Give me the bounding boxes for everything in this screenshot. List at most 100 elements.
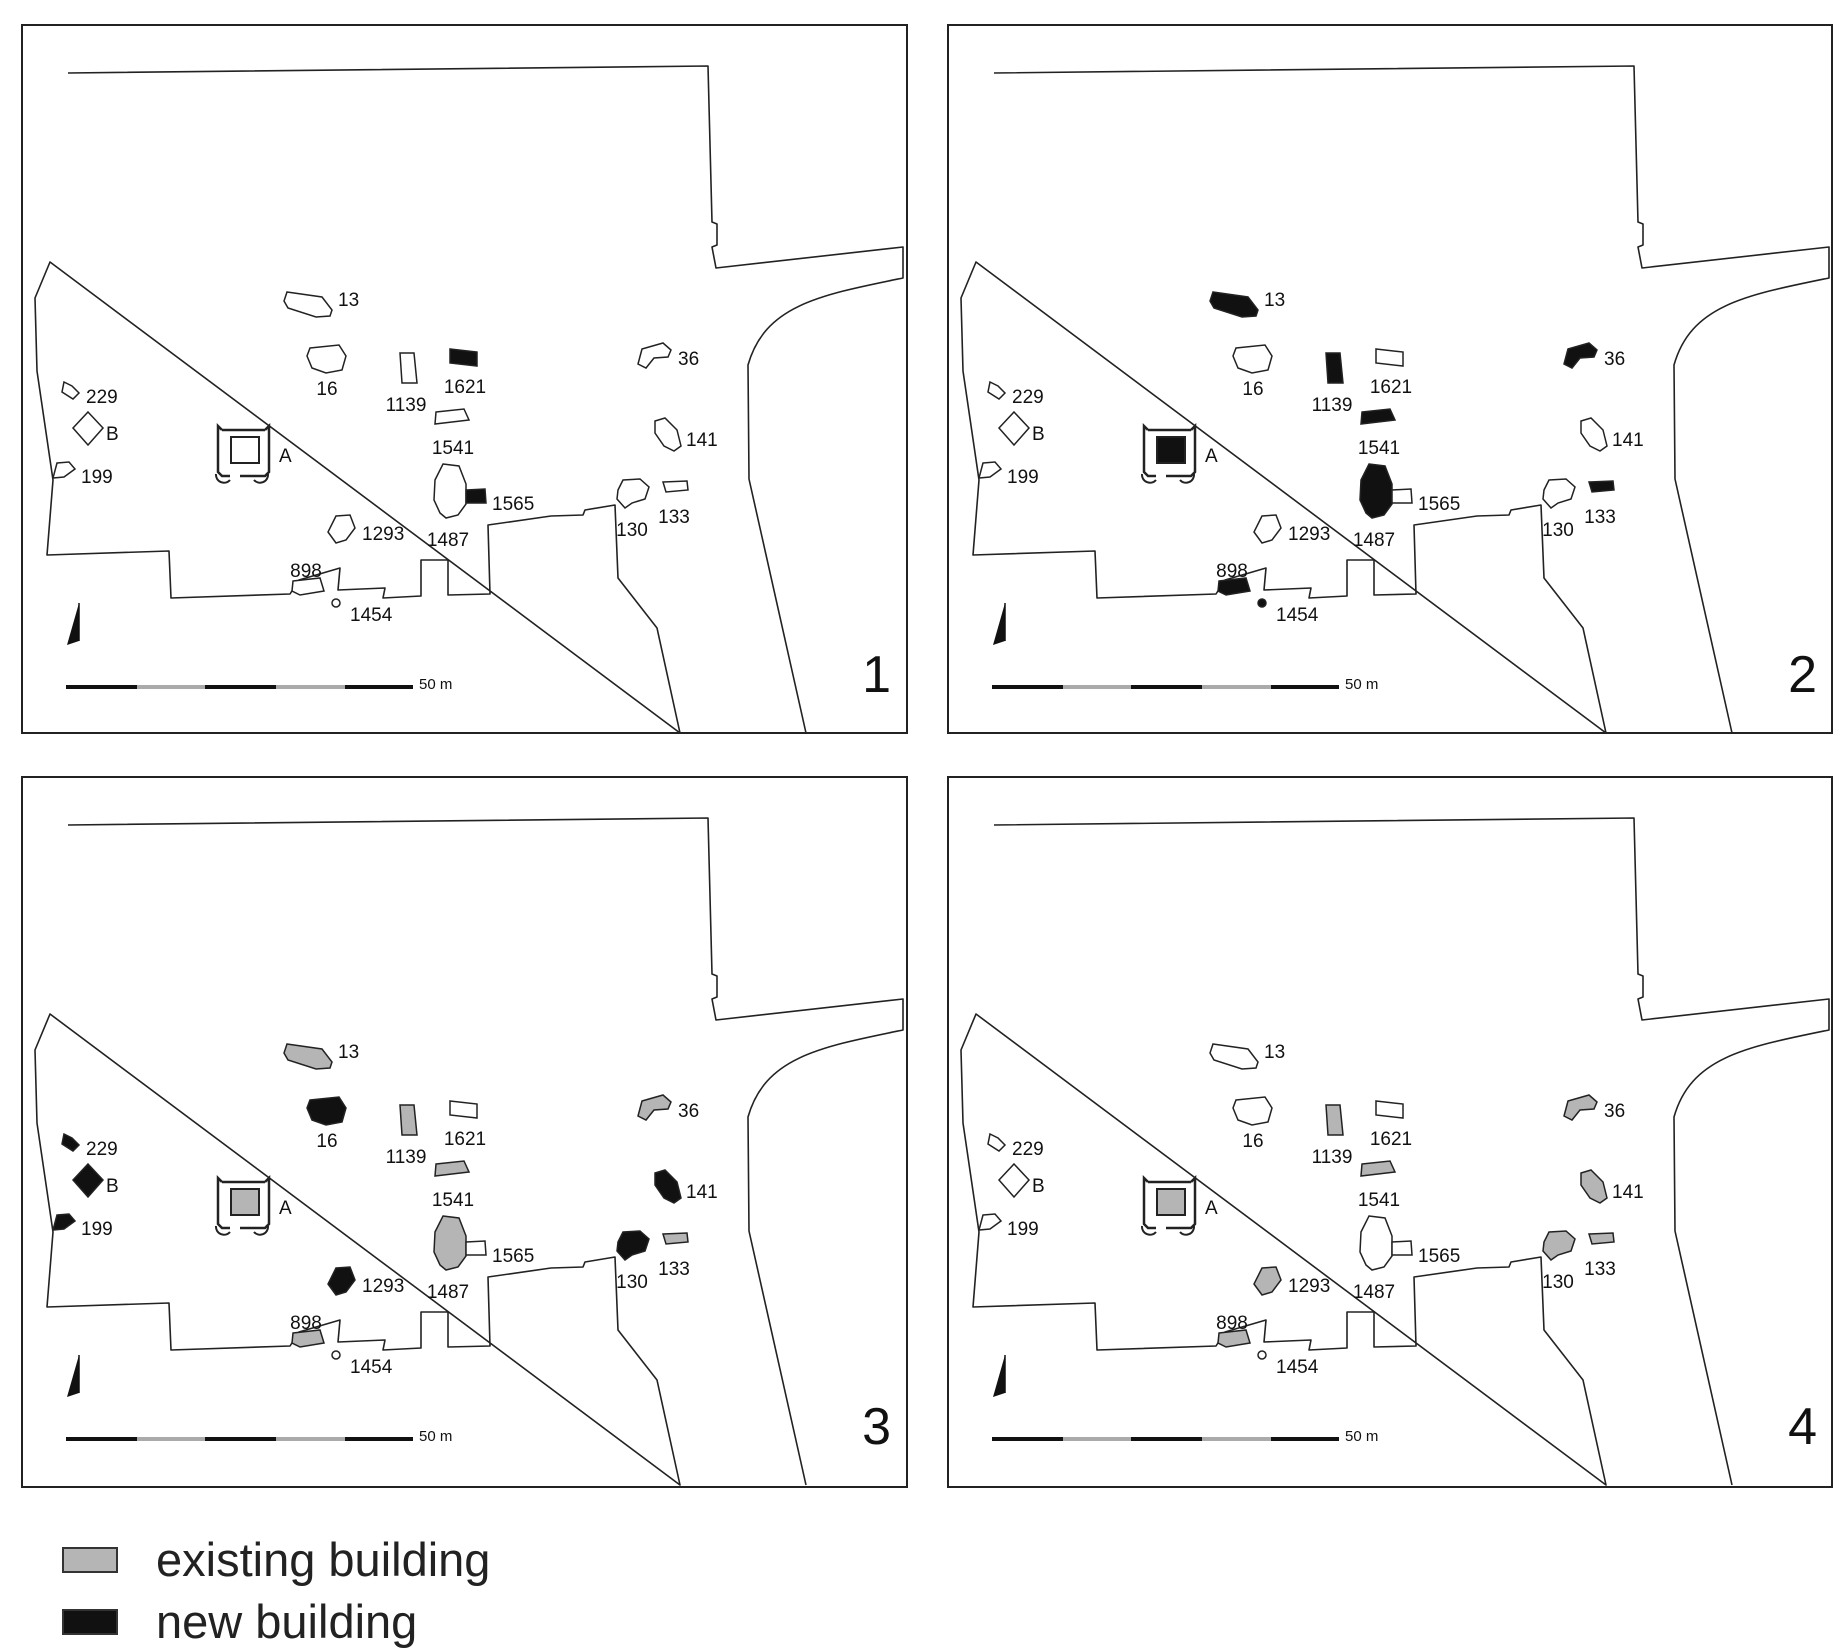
building-199 bbox=[977, 461, 1003, 479]
building-13 bbox=[1209, 1043, 1259, 1070]
panel-number: 2 bbox=[1788, 646, 1817, 704]
building-label: 1621 bbox=[1370, 1129, 1412, 1150]
building-label: 36 bbox=[678, 349, 699, 370]
building-label: 1454 bbox=[1276, 1357, 1319, 1378]
building-label: 36 bbox=[1604, 349, 1625, 370]
building-label: 1565 bbox=[492, 494, 534, 515]
building-1487 bbox=[1359, 463, 1393, 519]
building-1454 bbox=[1257, 598, 1267, 608]
building-label: 898 bbox=[1216, 561, 1248, 582]
legend-item: new building bbox=[62, 1594, 417, 1649]
building-label: A bbox=[1205, 446, 1218, 467]
building-label: 130 bbox=[1542, 1272, 1574, 1293]
map-panel-1: 13161139162115411487156536141130133229B1… bbox=[21, 24, 908, 734]
legend-swatch bbox=[62, 1608, 118, 1635]
building-1565 bbox=[1391, 1240, 1413, 1256]
building-1565 bbox=[465, 1240, 487, 1256]
building-label: 199 bbox=[1007, 467, 1039, 488]
building-label: 141 bbox=[1612, 430, 1644, 451]
building-A bbox=[214, 422, 271, 484]
site-boundary bbox=[34, 817, 904, 1486]
building-label: 141 bbox=[686, 430, 718, 451]
legend-swatch bbox=[62, 1546, 118, 1573]
building-label: 1487 bbox=[1353, 530, 1395, 551]
panel-number: 4 bbox=[1788, 1398, 1817, 1456]
building-B bbox=[71, 1162, 105, 1199]
building-229 bbox=[61, 1132, 81, 1152]
building-label: 1139 bbox=[1312, 1147, 1353, 1168]
scale-label: 50 m bbox=[419, 676, 452, 693]
building-13 bbox=[283, 291, 333, 318]
building-133 bbox=[1588, 1232, 1615, 1245]
legend-label: new building bbox=[156, 1595, 418, 1648]
building-label: 229 bbox=[1012, 387, 1044, 408]
building-label: 16 bbox=[316, 1131, 337, 1152]
building-36 bbox=[1563, 342, 1598, 369]
building-16 bbox=[306, 1096, 347, 1126]
building-label: 898 bbox=[1216, 1313, 1248, 1334]
building-141 bbox=[654, 1169, 682, 1204]
north-arrow-icon bbox=[993, 603, 1006, 645]
panel-number: 1 bbox=[862, 646, 891, 704]
building-label: 898 bbox=[290, 1313, 322, 1334]
building-label: 36 bbox=[678, 1101, 699, 1122]
building-label: 1293 bbox=[1288, 1276, 1330, 1297]
building-1293 bbox=[327, 514, 356, 544]
building-label: 1621 bbox=[1370, 377, 1412, 398]
north-arrow-icon bbox=[993, 1355, 1006, 1397]
north-arrow-icon bbox=[67, 1355, 80, 1397]
site-boundary bbox=[960, 65, 1830, 734]
building-1541 bbox=[1360, 408, 1397, 425]
building-label: 229 bbox=[86, 387, 118, 408]
building-A bbox=[1140, 1174, 1197, 1236]
building-141 bbox=[1580, 1169, 1608, 1204]
building-label: 1565 bbox=[1418, 1246, 1460, 1267]
building-label: 199 bbox=[81, 467, 113, 488]
building-133 bbox=[1588, 480, 1615, 493]
building-label: 16 bbox=[1242, 379, 1263, 400]
building-label: 1565 bbox=[492, 1246, 534, 1267]
building-label: 199 bbox=[81, 1219, 113, 1240]
building-1541 bbox=[434, 408, 471, 425]
building-1541 bbox=[434, 1160, 471, 1177]
building-13 bbox=[1209, 291, 1259, 318]
building-1139 bbox=[1325, 1104, 1344, 1136]
building-898 bbox=[291, 577, 325, 596]
building-16 bbox=[306, 344, 347, 374]
building-label: 1541 bbox=[432, 1190, 474, 1211]
building-1454 bbox=[1257, 1350, 1267, 1360]
building-label: 13 bbox=[1264, 1042, 1285, 1063]
building-1139 bbox=[399, 1104, 418, 1136]
building-1293 bbox=[327, 1266, 356, 1296]
panel-number: 3 bbox=[862, 1398, 891, 1456]
building-36 bbox=[637, 1094, 672, 1121]
building-A bbox=[214, 1174, 271, 1236]
building-label: 16 bbox=[1242, 1131, 1263, 1152]
panel-frame bbox=[21, 24, 908, 734]
building-130 bbox=[1542, 1230, 1576, 1262]
panel-frame bbox=[947, 776, 1833, 1488]
building-13 bbox=[283, 1043, 333, 1070]
building-label: 1454 bbox=[350, 605, 393, 626]
building-1565 bbox=[1391, 488, 1413, 504]
building-1293 bbox=[1253, 514, 1282, 544]
building-898 bbox=[1217, 1329, 1251, 1348]
building-1565 bbox=[465, 488, 487, 504]
building-1487 bbox=[433, 463, 467, 519]
building-1139 bbox=[399, 352, 418, 384]
building-label: B bbox=[106, 424, 119, 445]
building-199 bbox=[51, 461, 77, 479]
map-panel-2: 13161139162115411487156536141130133229B1… bbox=[947, 24, 1833, 734]
legend-item: existing building bbox=[62, 1532, 490, 1587]
building-label: 1621 bbox=[444, 1129, 486, 1150]
site-boundary bbox=[34, 65, 904, 734]
building-1541 bbox=[1360, 1160, 1397, 1177]
building-16 bbox=[1232, 1096, 1273, 1126]
building-229 bbox=[987, 1132, 1007, 1152]
building-label: 133 bbox=[658, 507, 690, 528]
building-130 bbox=[1542, 478, 1576, 510]
building-label: 16 bbox=[316, 379, 337, 400]
building-label: B bbox=[106, 1176, 119, 1197]
building-label: 13 bbox=[338, 290, 359, 311]
building-label: 36 bbox=[1604, 1101, 1625, 1122]
